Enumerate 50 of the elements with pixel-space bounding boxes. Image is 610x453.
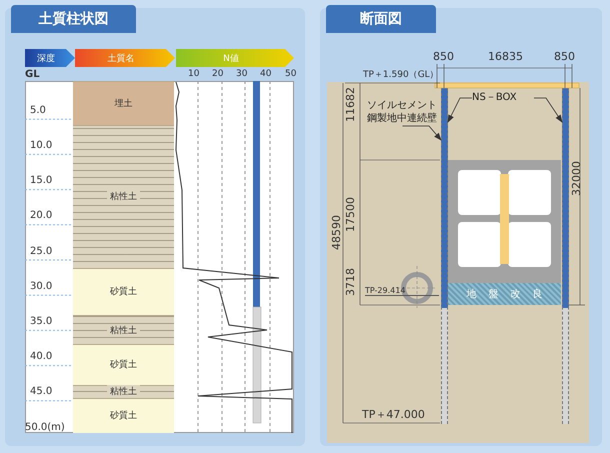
leader-line <box>448 98 472 123</box>
soil-layer: 砂質土 <box>73 344 174 386</box>
depth-label: 40.0 <box>30 352 52 362</box>
depth-label: 45.0 <box>30 387 52 397</box>
depth-label: 35.0 <box>30 317 52 327</box>
depth-label: 15.0 <box>30 176 52 186</box>
n-value-tick-label: 20 <box>212 70 224 79</box>
soil-layer: 粘性土 <box>73 315 174 344</box>
elevation-label: TP-29.414 <box>365 287 440 296</box>
n-value-tick-label: 30 <box>236 70 248 79</box>
column-header-tab: 土質名 <box>75 49 175 67</box>
dimension-label: 850 <box>554 51 575 62</box>
depth-label: 30.0 <box>30 282 52 292</box>
diaphragm-wall <box>562 88 569 424</box>
soil-layer: 砂質土 <box>73 268 174 316</box>
soil-layer: 粘性土 <box>73 125 174 268</box>
dimension-label: 3718 <box>345 268 356 296</box>
callout-text: ソイルセメント鋼製地中連続壁 <box>367 99 438 125</box>
leader-line <box>534 98 563 123</box>
dimension-label: 17500 <box>345 197 356 232</box>
leader-line <box>402 126 442 141</box>
callout-text: NS－BOX <box>472 91 534 105</box>
elevation-label: TP＋1.590（GL） <box>363 71 439 80</box>
depth-label: 10.0 <box>30 141 52 151</box>
panel <box>5 8 305 446</box>
depth-label: 20.0 <box>30 211 52 221</box>
n-value-tick-label: 40 <box>260 70 272 79</box>
n-value-tick-label: 50 <box>285 70 296 79</box>
panel-heading-tab: 土質柱状図 <box>11 5 136 33</box>
column-header-tab: N値 <box>176 49 294 67</box>
dimension-label: 850 <box>433 51 454 62</box>
ground-improvement-band: 地盤改良 <box>448 283 561 305</box>
diaphragm-wall <box>441 88 448 424</box>
depth-label: 50.0(m) <box>25 423 65 433</box>
depth-label: 5.0 <box>30 106 46 116</box>
dimension-label: 48590 <box>331 215 342 250</box>
panel-heading-tab: 断面図 <box>326 5 436 33</box>
depth-label: GL <box>25 70 40 80</box>
depth-label: 25.0 <box>30 247 52 257</box>
soil-layer: 砂質土 <box>73 398 174 433</box>
n-value-tick-label: 10 <box>188 70 200 79</box>
column-header-tab: 深度 <box>25 49 75 67</box>
elevation-label: TP＋47.000 <box>362 409 425 420</box>
soil-layer: 埋土 <box>73 81 174 125</box>
soil-layer: 粘性土 <box>73 385 174 398</box>
dimension-label: 32000 <box>571 161 582 196</box>
panel <box>320 8 602 446</box>
box-culvert <box>448 160 561 283</box>
dimension-label: 11682 <box>345 87 356 122</box>
dimension-label: 16835 <box>488 51 523 62</box>
